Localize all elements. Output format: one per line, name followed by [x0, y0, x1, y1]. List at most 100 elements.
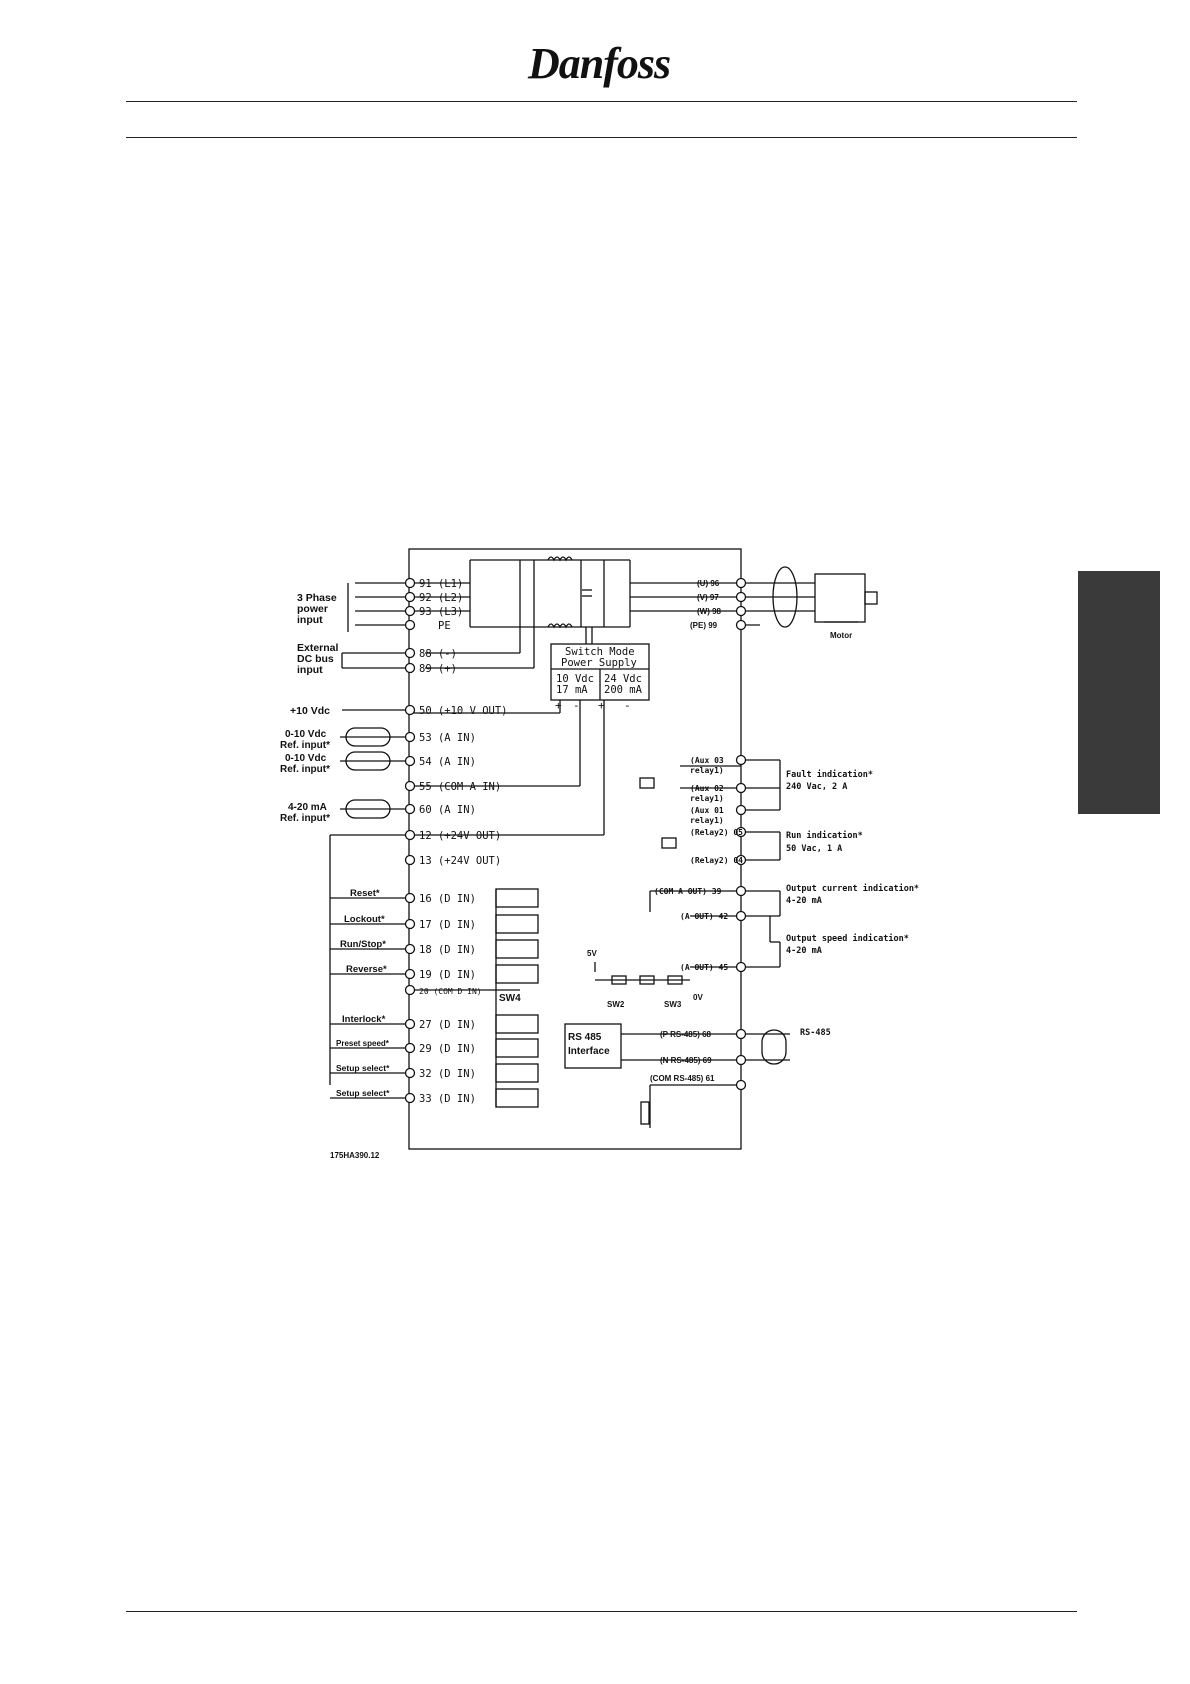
- psu-minus-right: -: [624, 699, 631, 712]
- motor-terminal: (U) 96: [697, 579, 720, 588]
- terminal-label: 60 (A IN): [419, 804, 476, 816]
- sw3-label: SW3: [664, 1000, 682, 1009]
- rs485-term: (N RS-485) 69: [660, 1056, 712, 1065]
- analog-out-label: (A OUT) 45: [680, 963, 728, 972]
- terminal-label: 91 (L1): [419, 578, 463, 590]
- terminal-label: 33 (D IN): [419, 1093, 476, 1105]
- label-ref2-2: Ref. input*: [280, 764, 330, 775]
- zero-v-label: 0V: [693, 993, 703, 1002]
- fault-label-1: Fault indication*: [786, 769, 873, 780]
- psu-plus-left: +: [555, 699, 562, 712]
- relay-terminal: relay1): [690, 816, 724, 825]
- terminal-label: 27 (D IN): [419, 1019, 476, 1031]
- psu-title-2: Power Supply: [561, 657, 637, 669]
- optocouplers: [495, 888, 539, 1108]
- psu-plus-right: +: [598, 699, 605, 712]
- motor-label: Motor: [830, 631, 852, 640]
- sw4-label: SW4: [499, 993, 521, 1004]
- terminal-label: 13 (+24V OUT): [419, 855, 501, 867]
- terminal-label: PE: [438, 620, 451, 632]
- label-dc-2: DC bus: [297, 653, 334, 665]
- label-ref1-2: Ref. input*: [280, 740, 330, 751]
- terminal-label: 16 (D IN): [419, 893, 476, 905]
- five-v-label: 5V: [587, 949, 597, 958]
- out-speed-label-1: Output speed indication*: [786, 933, 909, 944]
- psu-left-2: 17 mA: [556, 684, 588, 696]
- header-rule-bottom: [126, 137, 1077, 138]
- psu-right-2: 200 mA: [604, 684, 643, 696]
- switch-label: Lockout*: [344, 914, 385, 925]
- switch-label: Reverse*: [346, 964, 387, 975]
- label-ref2-1: 0-10 Vdc: [285, 753, 327, 764]
- switch-label: Setup select*: [336, 1088, 390, 1098]
- relay-terminal: relay1): [690, 766, 724, 775]
- terminal-label: 89 (+): [419, 663, 457, 675]
- label-3phase-3: input: [297, 614, 323, 626]
- section-tab: [1078, 571, 1160, 814]
- relay-terminal: (Aux 03: [690, 756, 724, 765]
- terminal-label: 32 (D IN): [419, 1068, 476, 1080]
- label-ref3-1: 4-20 mA: [288, 802, 327, 813]
- label-ref3-2: Ref. input*: [280, 813, 330, 824]
- terminal-label: 88 (-): [419, 648, 457, 660]
- terminal-label: 54 (A IN): [419, 756, 476, 768]
- rs485-term: (COM RS-485) 61: [650, 1074, 715, 1083]
- rs485-term: (P RS-485) 68: [660, 1030, 712, 1039]
- fault-label-2: 240 Vac, 2 A: [786, 782, 847, 792]
- label-3phase-1: 3 Phase: [297, 592, 337, 604]
- footer-rule: [126, 1611, 1077, 1612]
- terminal-label: 19 (D IN): [419, 969, 476, 981]
- terminal-label: 29 (D IN): [419, 1043, 476, 1055]
- run-label-2: 50 Vac, 1 A: [786, 844, 842, 854]
- out-speed-label-2: 4-20 mA: [786, 946, 822, 956]
- sw2-label: SW2: [607, 1000, 625, 1009]
- analog-out-label: (A OUT) 42: [680, 912, 728, 921]
- label-3phase-2: power: [297, 603, 328, 615]
- relay-terminal: (Aux 02: [690, 784, 724, 793]
- out-current-label-2: 4-20 mA: [786, 896, 822, 906]
- drive-enclosure: [408, 548, 742, 1150]
- terminal-label: 53 (A IN): [419, 732, 476, 744]
- psu-right-1: 24 Vdc: [604, 673, 642, 685]
- label-plus10: +10 Vdc: [290, 705, 330, 717]
- terminal-label: 55 (COM A IN): [419, 781, 501, 793]
- label-ref1-1: 0-10 Vdc: [285, 729, 327, 740]
- switch-label: Preset speed*: [336, 1039, 390, 1048]
- relay-terminal: (Aux 01: [690, 806, 724, 815]
- terminal-label: 17 (D IN): [419, 919, 476, 931]
- danfoss-logo: Danfoss: [528, 39, 671, 88]
- psu-title-1: Switch Mode: [565, 646, 635, 658]
- figure-id: 175HA390.12: [330, 1151, 380, 1160]
- psu-minus-left: -: [573, 699, 580, 712]
- out-current-label-1: Output current indication*: [786, 883, 919, 894]
- switch-label: Reset*: [350, 888, 380, 899]
- switch-label: Interlock*: [342, 1014, 386, 1025]
- motor-terminal: (PE) 99: [690, 621, 718, 630]
- run-label-1: Run indication*: [786, 830, 863, 841]
- label-dc-1: External: [297, 642, 339, 654]
- label-dc-3: input: [297, 664, 323, 676]
- switch-label: Run/Stop*: [340, 939, 386, 950]
- terminals: [404, 577, 747, 1104]
- motor-terminal: (V) 97: [697, 593, 719, 602]
- terminal-label: 92 (L2): [419, 592, 463, 604]
- rs485-interface-box: [564, 1023, 622, 1069]
- switch-label: Setup select*: [336, 1063, 390, 1073]
- digital-inputs: [330, 897, 520, 1099]
- rs485-box-2: Interface: [568, 1046, 610, 1057]
- terminal-label: 93 (L3): [419, 606, 463, 618]
- relay-terminal: relay1): [690, 794, 724, 803]
- terminal-label: 50 (+10 V OUT): [419, 705, 508, 717]
- relay-terminal: (Relay2) 05: [690, 828, 743, 837]
- relay-terminal: (Relay2) 04: [690, 856, 743, 865]
- terminal-label: 12 (+24V OUT): [419, 830, 501, 842]
- terminal-label: 20 (COM D IN): [419, 987, 482, 996]
- header-rule-top: [126, 101, 1077, 102]
- psu-left-1: 10 Vdc: [556, 673, 594, 685]
- motor-terminal: (W) 98: [697, 607, 722, 616]
- rs485-label: RS-485: [800, 1028, 831, 1038]
- analog-out-label: (COM A OUT) 39: [654, 887, 722, 896]
- terminal-label: 18 (D IN): [419, 944, 476, 956]
- rs485-box-1: RS 485: [568, 1032, 602, 1043]
